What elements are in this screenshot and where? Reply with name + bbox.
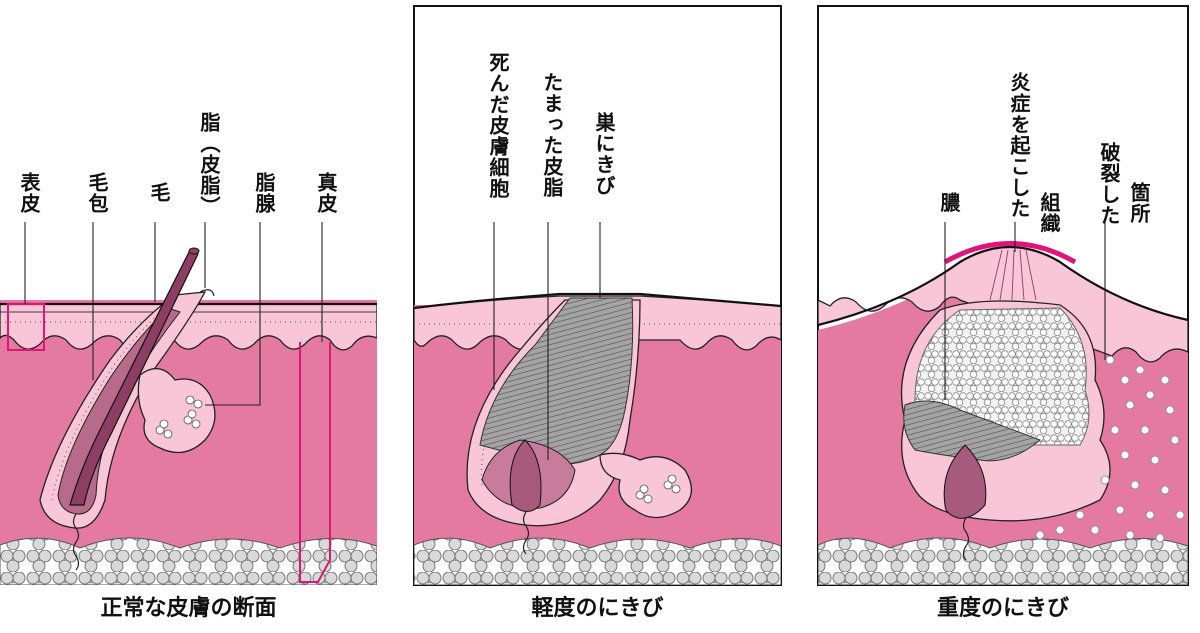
label-sebaceous-gland: 脂腺 [252, 172, 276, 214]
mild-acne-panel [414, 222, 781, 585]
label-epidermis: 表皮 [17, 172, 41, 214]
label-follicle: 毛包 [85, 172, 109, 214]
label-ruptured-1: 破裂した [1097, 142, 1121, 226]
normal-skin-panel [0, 222, 377, 585]
label-dead-skin-cells: 死んだ皮膚細胞 [486, 52, 510, 199]
caption-mild-acne: 軽度のにきび [531, 596, 664, 621]
label-dermis: 真皮 [314, 172, 338, 214]
label-pus: 膿 [937, 192, 961, 213]
label-accumulated-sebum: たまった皮脂 [540, 72, 564, 198]
label-ruptured-2: 箇所 [1127, 182, 1151, 224]
label-comedone: 巣にきび [592, 112, 616, 196]
label-hair: 毛 [147, 182, 171, 203]
caption-normal-skin: 正常な皮膚の断面 [100, 596, 277, 621]
label-inflamed-1: 炎症を起こした [1007, 72, 1031, 219]
caption-severe-acne: 重度のにきび [936, 596, 1069, 621]
label-sebum: 脂（皮脂） [197, 112, 221, 217]
severe-acne-panel [818, 222, 1188, 585]
label-inflamed-2: 組織 [1037, 192, 1061, 234]
